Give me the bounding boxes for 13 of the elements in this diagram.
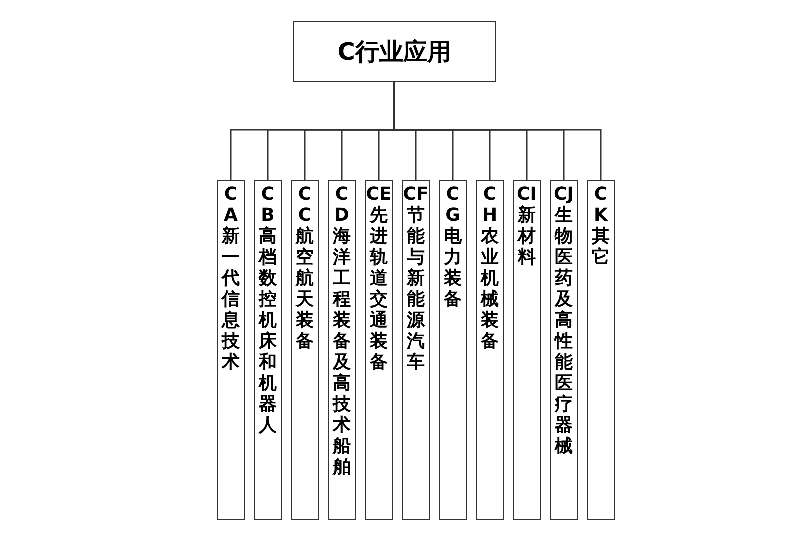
subcategory-box: CG电力装备 <box>439 180 467 520</box>
subcategory-box: CJ生物医药及高性能医疗器械 <box>550 180 578 520</box>
subcategory-box: CA新一代信息技术 <box>217 180 245 520</box>
subcategory-box: CK其它 <box>587 180 615 520</box>
subcategory-box: CH农业机械装备 <box>476 180 504 520</box>
subcategory-box: CC航空航天装备 <box>291 180 319 520</box>
subcategory-box: CI新材料 <box>513 180 541 520</box>
connector-line <box>394 82 602 180</box>
subcategory-box: CD海洋工程装备及高技术船舶 <box>328 180 356 520</box>
subcategory-box: CE先进轨道交通装备 <box>365 180 393 520</box>
category-box: C行业应用 <box>293 21 496 82</box>
subcategory-box: CB高档数控机床和机器人 <box>254 180 282 520</box>
subcategory-box: CF节能与新能源汽车 <box>402 180 430 520</box>
